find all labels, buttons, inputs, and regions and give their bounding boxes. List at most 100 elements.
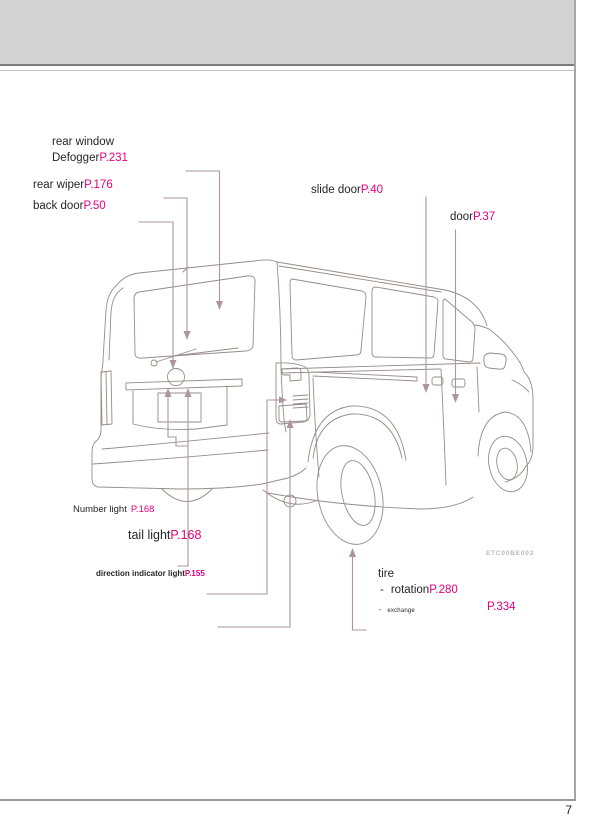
front-rim <box>496 447 518 481</box>
rear-window <box>133 275 256 359</box>
rear-rim <box>340 460 376 526</box>
rocker-line <box>267 492 474 510</box>
page-reference: P.50 <box>83 200 106 212</box>
arrow-rear-wiper <box>183 331 191 340</box>
tail-lamp-inner <box>281 367 302 382</box>
leader-rear-window-defogger <box>185 170 221 302</box>
callout-text: tire <box>378 568 394 580</box>
callout-rear-wiper: rear wiperP.176 <box>33 178 113 194</box>
d-pillar <box>276 261 282 369</box>
leader-rear-wiper <box>163 197 188 332</box>
leader-lines <box>138 170 457 631</box>
page-reference: P.280 <box>429 584 458 596</box>
under-bumper-arc <box>161 488 213 502</box>
callout-text: direction indicator light <box>96 569 185 578</box>
tail-lamp-lower <box>278 403 308 423</box>
page-bottom-border <box>0 799 576 801</box>
leader-arrowheads <box>164 301 459 557</box>
callout-text-line1: rear window <box>52 136 114 148</box>
arrow-rear-window-defogger <box>216 301 223 310</box>
plate-recess <box>132 385 228 430</box>
arrow-direction-indicator <box>279 396 287 404</box>
beltline <box>280 362 481 374</box>
slide-door-handle <box>431 376 444 386</box>
backdoor-bottom-seam <box>101 432 270 450</box>
page-reference: P.37 <box>473 211 496 223</box>
slide-door-rear-seam <box>312 377 320 478</box>
left-tail-lamp <box>100 370 113 426</box>
quarter-window <box>289 278 367 361</box>
callout-text: door <box>450 211 474 223</box>
leader-tail-light <box>217 427 291 628</box>
callout-tire: tire -rotationP.280 -exchange P.334 <box>375 567 535 622</box>
tire-rotation-row: -rotationP.280 <box>380 583 458 599</box>
page-reference: P.168 <box>130 504 155 515</box>
slide-door-window <box>371 286 439 359</box>
list-dash: - <box>380 584 384 596</box>
page-reference: P.40 <box>360 184 384 196</box>
front-tire <box>488 435 528 493</box>
tire-exchange-row: -exchange <box>379 603 415 620</box>
vehicle-body-lines <box>91 259 534 545</box>
callout-direction-indicator-light: direction indicator lightP.155 <box>96 566 205 582</box>
callout-text: rotation <box>390 584 430 596</box>
rear-wiper-pivot <box>150 359 158 367</box>
page-reference: P.334 <box>487 601 516 613</box>
front-valance <box>504 465 527 483</box>
rear-wiper-arm <box>155 348 197 363</box>
leader-number-light-right <box>177 396 189 567</box>
arrow-back-door <box>169 360 177 369</box>
header-divider-line <box>0 70 574 71</box>
callout-door: doorP.37 <box>450 210 495 226</box>
leader-tire <box>351 556 367 631</box>
front-wheel-arch <box>477 411 532 457</box>
callout-back-door: back doorP.50 <box>33 199 106 215</box>
callout-rear-window-defogger: rear window DefoggerP.231 <box>52 135 128 166</box>
rear-wheel-arch-crease <box>307 405 407 463</box>
rear-bumper <box>91 441 307 490</box>
rear-tire <box>316 445 384 545</box>
callout-slide-door: slide doorP.40 <box>311 183 383 199</box>
arrow-tire <box>349 548 356 557</box>
callout-text: exchange <box>387 608 415 614</box>
arrow-number-light-right <box>184 388 192 397</box>
list-dash: - <box>379 607 382 614</box>
callout-text: Number light <box>73 504 127 515</box>
leader-back-door <box>138 221 174 361</box>
license-plate <box>157 392 202 423</box>
page-reference: P.155 <box>184 569 205 578</box>
headlamp-hint <box>511 379 530 393</box>
callout-text: back door <box>33 200 84 212</box>
tail-lamp-outline <box>275 362 311 425</box>
callout-text: slide door <box>311 184 361 196</box>
arrow-tail-light <box>286 419 294 428</box>
body-crease-rear <box>280 367 287 433</box>
hood-line <box>488 328 525 373</box>
roof-line <box>116 259 488 327</box>
leader-number-light-left <box>167 396 189 447</box>
header-bar <box>0 0 574 66</box>
callout-tail-light: tail lightP.168 <box>128 528 201 544</box>
front-door-handle <box>451 378 466 388</box>
callout-text-line2: Defogger <box>52 151 100 164</box>
nose-edge <box>523 371 534 467</box>
side-mirror <box>483 352 507 370</box>
callout-text: rear wiper <box>33 179 85 191</box>
a-pillar <box>474 324 490 330</box>
callout-text: tail light <box>128 528 171 542</box>
rear-left-seam <box>108 287 124 361</box>
arrow-number-light-left <box>164 388 172 397</box>
tail-lamp-ribs <box>292 394 309 409</box>
front-door-seam <box>440 368 447 486</box>
page-reference: P.176 <box>84 179 113 191</box>
front-door-window <box>442 298 476 363</box>
emblem <box>167 368 185 386</box>
garnish-strip <box>125 378 243 391</box>
arrow-slide-door <box>422 384 430 393</box>
illustration-code: ETC00BE002 <box>486 550 535 557</box>
arrow-door <box>452 394 459 403</box>
rear-bumper-crease <box>92 449 269 465</box>
